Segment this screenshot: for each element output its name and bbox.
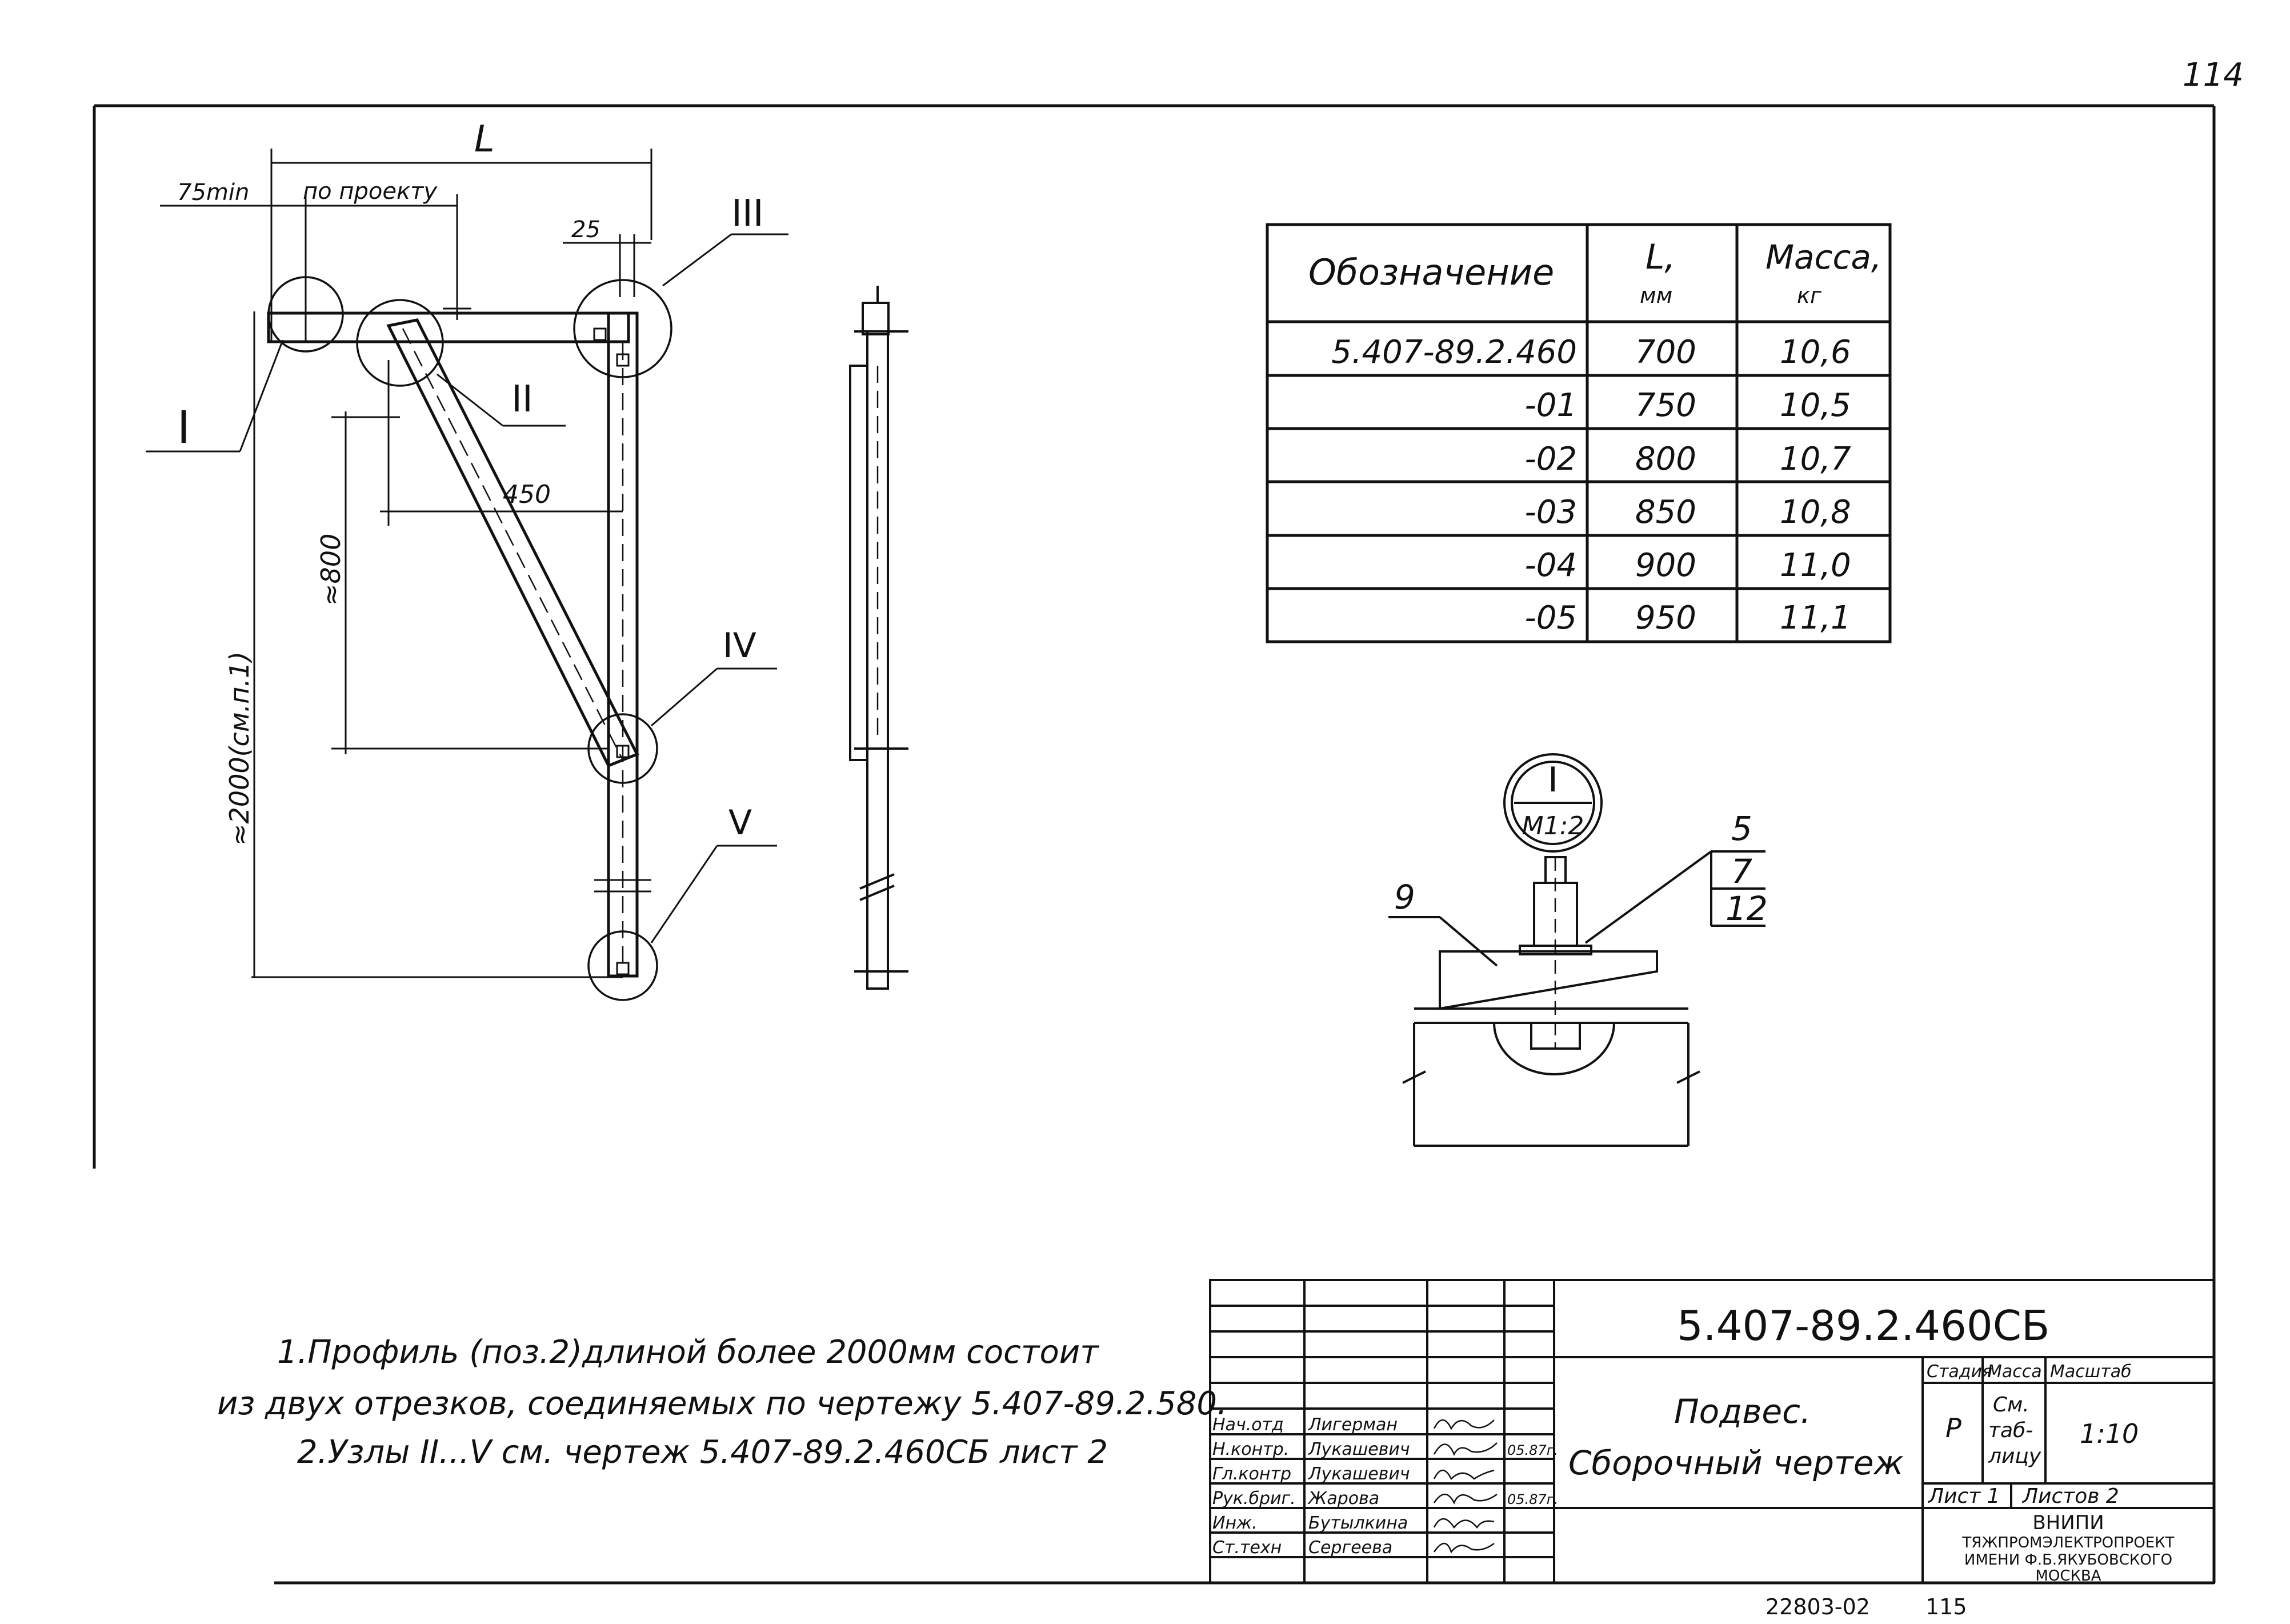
node-circle-2 [356, 299, 444, 387]
title-block-org: МОСКВА [2035, 1567, 2101, 1585]
detail-pos-12: 12 [1725, 889, 1768, 928]
detail-pos-5: 5 [1731, 809, 1752, 848]
dim-75min-label: 75min [177, 179, 249, 206]
title-block-mass-ref: См. [1993, 1393, 2029, 1417]
spec-header-mass-unit: кг [1797, 283, 1822, 308]
spec-header-L: L, [1646, 237, 1676, 277]
spec-row-mass: 11,0 [1780, 547, 1851, 584]
spec-row-L: 850 [1635, 494, 1696, 531]
detail-pos-9: 9 [1394, 878, 1415, 917]
title-block-sheet: Лист 1 [1927, 1485, 2000, 1508]
spec-row-designation: -02 [1525, 441, 1577, 478]
spec-header-designation: Обозначение [1308, 251, 1554, 293]
detail-callout-number: I [1548, 760, 1558, 800]
spec-row-L: 700 [1635, 334, 1696, 371]
staff-name: Сергеева [1308, 1538, 1392, 1558]
archive-number: 22803-02 [1765, 1594, 1870, 1619]
staff-name: Жарова [1307, 1489, 1379, 1509]
spec-row-designation: -03 [1525, 494, 1577, 531]
title-block-scale: 1:10 [2080, 1418, 2139, 1449]
spec-row-designation: -01 [1525, 387, 1577, 424]
node-label-5: V [728, 803, 752, 843]
dim-450-label: 450 [503, 480, 551, 509]
diagonal-brace [386, 318, 639, 768]
staff-date: 05.87г. [1507, 1491, 1558, 1507]
title-block-code: 5.407-89.2.460СБ [1677, 1302, 2049, 1350]
detail-view-1: I М1:2 [1388, 753, 1768, 1147]
note-line: 1.Профиль (поз.2)длиной более 2000мм сос… [277, 1334, 1099, 1371]
spec-row-L: 800 [1635, 441, 1696, 478]
title-block-org: ТЯЖПРОМЭЛЕКТРОПРОЕКТ [1961, 1534, 2174, 1551]
staff-role: Гл.контр [1212, 1464, 1291, 1484]
spec-row-mass: 10,6 [1780, 334, 1851, 371]
staff-role: Нач.отд [1212, 1415, 1284, 1435]
note-line: из двух отрезков, соединяемых по чертежу… [217, 1385, 1227, 1422]
horizontal-beam [267, 311, 630, 343]
signature-marks [1433, 1419, 1498, 1554]
note-line: 2.Узлы II...V см. чертеж 5.407-89.2.460С… [297, 1434, 1108, 1471]
node-label-1: I [177, 402, 190, 454]
vertical-post [607, 311, 639, 978]
staff-role: Инж. [1212, 1513, 1258, 1533]
title-block-col-stage: Стадия [1927, 1362, 1992, 1382]
staff-name: Лукашевич [1308, 1464, 1410, 1484]
title-block-title-line2: Сборочный чертеж [1568, 1443, 1904, 1482]
title-block-mass-ref: таб- [1988, 1419, 2033, 1442]
staff-role: Ст.техн [1212, 1538, 1282, 1558]
node-circle-5 [587, 930, 658, 1001]
title-block-mass-ref: лицу [1988, 1445, 2041, 1468]
title-block: 5.407-89.2.460СБ Подвес. Сборочный черте… [1209, 1279, 2215, 1585]
dim-L-label: L [474, 118, 495, 161]
staff-name: Лукашевич [1308, 1439, 1410, 1459]
main-assembly-view: L 75min по проекту 25 [146, 118, 788, 1001]
node-label-2: II [511, 378, 533, 421]
spec-header-mass: Масса, [1765, 238, 1881, 277]
spec-row-designation: -05 [1525, 599, 1577, 637]
node-circle-3 [573, 279, 672, 378]
node-label-4: IV [723, 626, 756, 666]
notes: 1.Профиль (поз.2)длиной более 2000мм сос… [217, 1334, 1227, 1471]
staff-role: Рук.бриг. [1212, 1489, 1296, 1509]
title-block-col-scale: Масштаб [2050, 1362, 2132, 1382]
title-block-org: ВНИПИ [2032, 1511, 2104, 1534]
staff-date: 05.87г. [1507, 1442, 1558, 1458]
spec-row-L: 950 [1635, 599, 1696, 637]
spec-row-mass: 11,1 [1780, 599, 1851, 637]
spec-row-designation: -04 [1525, 547, 1577, 584]
spec-row-mass: 10,7 [1780, 441, 1851, 478]
detail-pos-7: 7 [1731, 852, 1752, 891]
staff-role: Н.контр. [1212, 1439, 1289, 1459]
spec-row-mass: 10,8 [1780, 494, 1851, 531]
node-circle-1 [267, 276, 344, 353]
page-number: 115 [1925, 1594, 1967, 1619]
title-block-title-line1: Подвес. [1674, 1392, 1811, 1431]
spec-row-L: 750 [1635, 387, 1696, 424]
spec-row-L: 900 [1635, 547, 1696, 584]
title-block-org: ИМЕНИ Ф.Б.ЯКУБОВСКОГО [1964, 1551, 2172, 1569]
spec-header-L-unit: мм [1640, 283, 1672, 308]
title-block-col-mass: Масса [1987, 1362, 2042, 1382]
title-block-sheets: Листов 2 [2021, 1485, 2119, 1508]
spec-row-mass: 10,5 [1780, 387, 1851, 424]
dim-po-proektu-label: по проекту [303, 178, 438, 205]
detail-callout-scale: М1:2 [1522, 811, 1584, 841]
side-view [849, 286, 908, 990]
dim-800-label: ≈800 [315, 534, 346, 606]
spec-row-designation: 5.407-89.2.460 [1331, 334, 1577, 371]
node-label-3: III [731, 193, 764, 235]
spec-table: Обозначение L, мм Масса, кг 5.407-89.2.4… [1266, 223, 1892, 643]
title-block-stage: Р [1945, 1413, 1961, 1443]
dim-2000-label: ≈2000(см.п.1) [224, 651, 255, 846]
staff-name: Лигерман [1308, 1415, 1398, 1435]
staff-name: Бутылкина [1308, 1513, 1408, 1533]
sheet-number: 114 [2183, 57, 2244, 94]
dim-25-label: 25 [571, 217, 600, 243]
